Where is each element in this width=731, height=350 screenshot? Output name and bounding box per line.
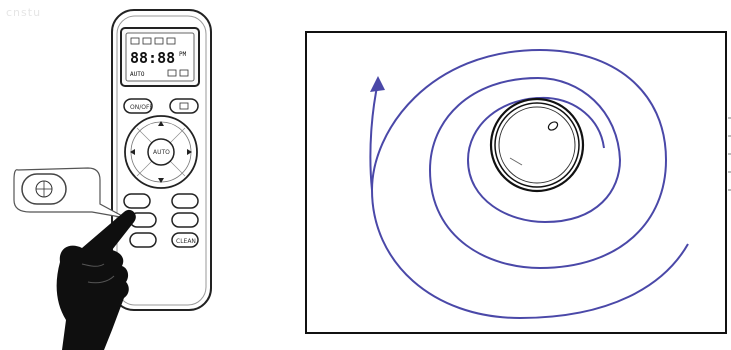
power-button-label: ON/OFF	[130, 104, 153, 111]
robot-vacuum-icon	[491, 99, 583, 191]
remote-control: 88:88 PM AUTO ON/OFF AUTO	[112, 10, 211, 310]
remote-display: 88:88 PM AUTO	[121, 28, 199, 86]
direction-pad[interactable]: AUTO	[125, 116, 197, 188]
home-button[interactable]	[170, 99, 198, 113]
display-unit: PM	[179, 51, 187, 58]
display-digits: 88:88	[130, 49, 175, 67]
zoom-callout	[14, 168, 126, 218]
clean-button-label: CLEAN	[176, 238, 196, 245]
hand-pointer-icon	[57, 210, 136, 350]
display-indicator: AUTO	[130, 71, 145, 78]
edge-button[interactable]	[172, 213, 198, 227]
schedule-button[interactable]	[172, 194, 198, 208]
spiral-mode-icon	[36, 181, 52, 197]
spot-button[interactable]	[124, 194, 150, 208]
mode-button[interactable]	[130, 233, 156, 247]
auto-button-label: AUTO	[153, 149, 170, 156]
